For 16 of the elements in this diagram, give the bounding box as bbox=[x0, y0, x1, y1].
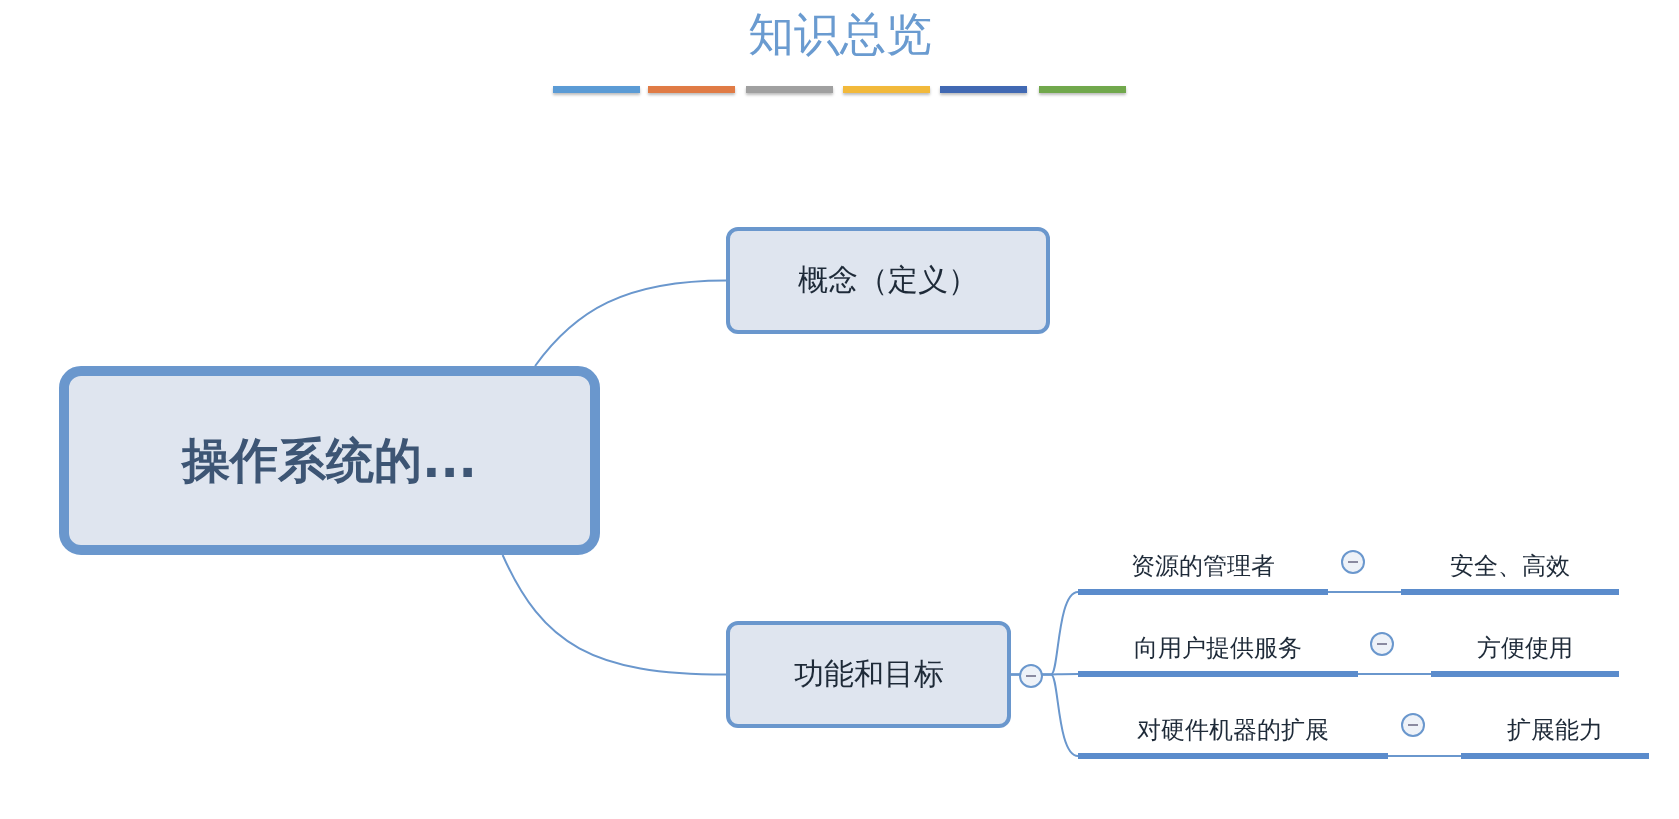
underlined-topic: 对硬件机器的扩展 bbox=[1078, 708, 1388, 759]
connector bbox=[501, 554, 727, 676]
underlined-topic: 方便使用 bbox=[1431, 626, 1619, 677]
connector bbox=[1387, 755, 1462, 757]
underlined-topic: 资源的管理者 bbox=[1078, 544, 1328, 595]
underlined-topic: 安全、高效 bbox=[1401, 544, 1619, 595]
central-topic-box: 操作系统的... bbox=[59, 366, 600, 555]
title: 知识总览 bbox=[747, 7, 932, 61]
topic-box: 概念（定义） bbox=[726, 227, 1050, 334]
connector bbox=[1327, 591, 1402, 593]
connector bbox=[1357, 673, 1432, 675]
underlined-topic: 扩展能力 bbox=[1461, 708, 1649, 759]
connector bbox=[1010, 673, 1079, 757]
topic-box: 功能和目标 bbox=[726, 621, 1011, 728]
underlined-topic: 向用户提供服务 bbox=[1078, 626, 1358, 677]
connector bbox=[534, 279, 727, 367]
